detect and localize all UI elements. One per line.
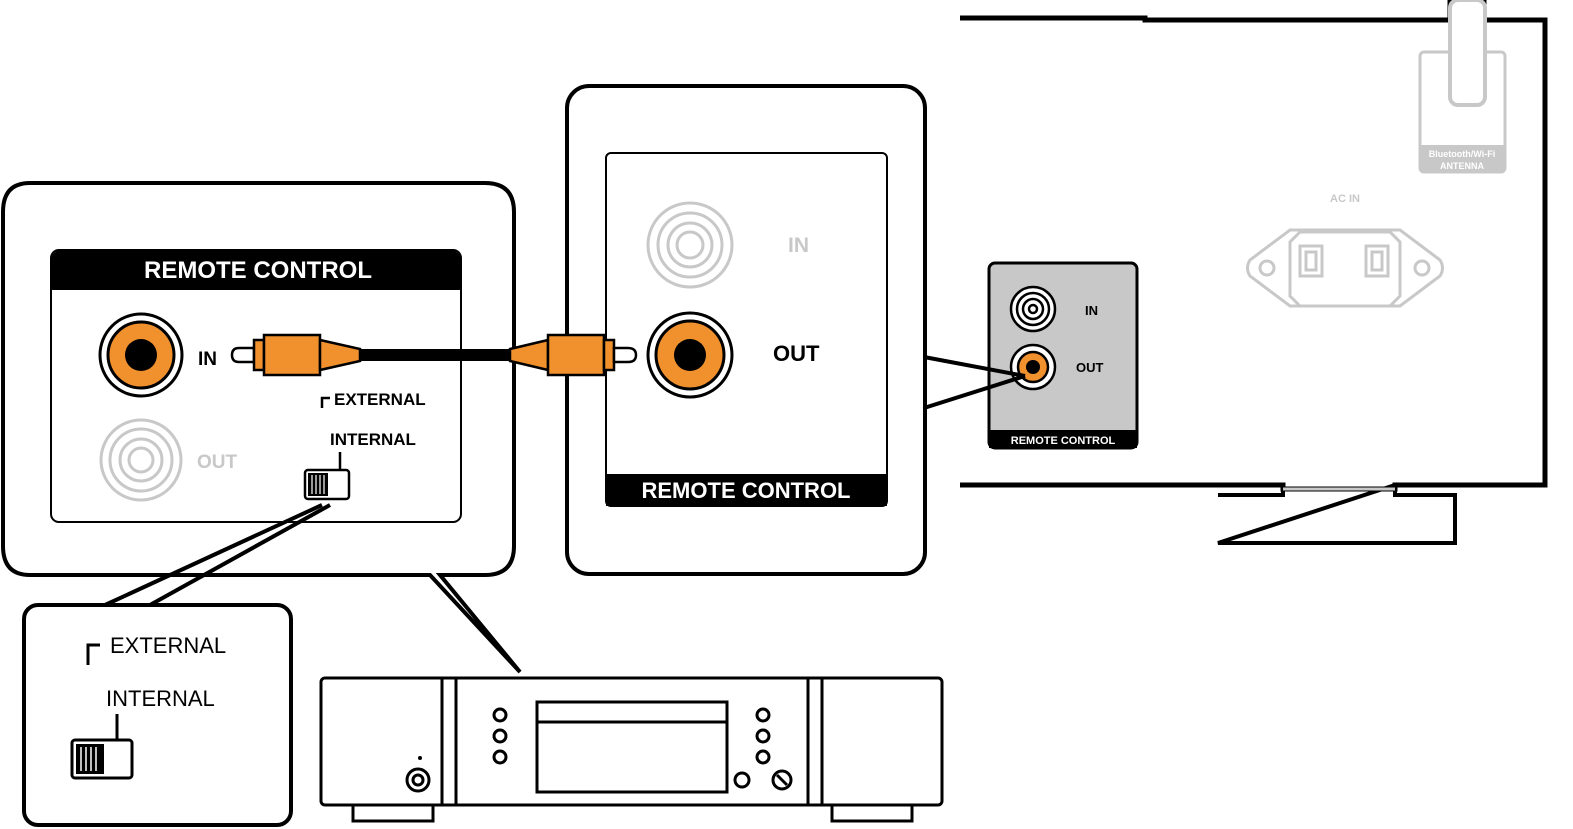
- ac-in-label: AC IN: [1330, 193, 1360, 205]
- left-panel-title: REMOTE CONTROL: [144, 257, 372, 284]
- antenna-label-line1: Bluetooth/Wi-Fi: [1429, 149, 1495, 159]
- left-switch-external-label: EXTERNAL: [334, 390, 426, 409]
- rca-cable: [230, 333, 638, 377]
- left-jack-in-label: IN: [198, 349, 217, 370]
- antenna-label-line2: ANTENNA: [1440, 161, 1484, 171]
- middle-panel-title: REMOTE CONTROL: [642, 478, 851, 503]
- middle-jack-in-icon: [646, 201, 734, 289]
- left-jack-in-icon: [98, 312, 184, 398]
- rear-jack-out-label: OUT: [1076, 360, 1104, 375]
- rear-remote-title: REMOTE CONTROL: [1011, 435, 1116, 447]
- zoom-lines-rear: [923, 355, 1026, 410]
- middle-jack-out-label: OUT: [773, 341, 820, 366]
- rear-jack-in-icon: [1009, 285, 1057, 333]
- zoom-switch-icon: [70, 643, 134, 780]
- rear-foot: [1217, 482, 1457, 545]
- left-jack-out-icon: [99, 418, 183, 502]
- antenna-icon: [1418, 0, 1507, 174]
- player-front-icon: [319, 676, 944, 823]
- rear-jack-out-icon: [1009, 343, 1057, 391]
- left-switch-internal-label: INTERNAL: [330, 430, 416, 449]
- ac-inlet-icon: [1246, 228, 1444, 308]
- rear-jack-in-label: IN: [1085, 303, 1098, 318]
- switch-zoom-lines: [104, 503, 331, 607]
- middle-jack-out-icon: [646, 311, 734, 399]
- zoom-switch-internal-label: INTERNAL: [106, 686, 215, 711]
- middle-jack-in-label: IN: [788, 234, 809, 257]
- left-switch-icon: [303, 396, 351, 501]
- zoom-switch-external-label: EXTERNAL: [110, 633, 226, 658]
- rear-panel: Bluetooth/Wi-Fi ANTENNA AC IN REMOTE CON…: [960, 0, 1548, 545]
- left-jack-out-label: OUT: [197, 452, 238, 473]
- rear-remote-panel: [987, 261, 1139, 450]
